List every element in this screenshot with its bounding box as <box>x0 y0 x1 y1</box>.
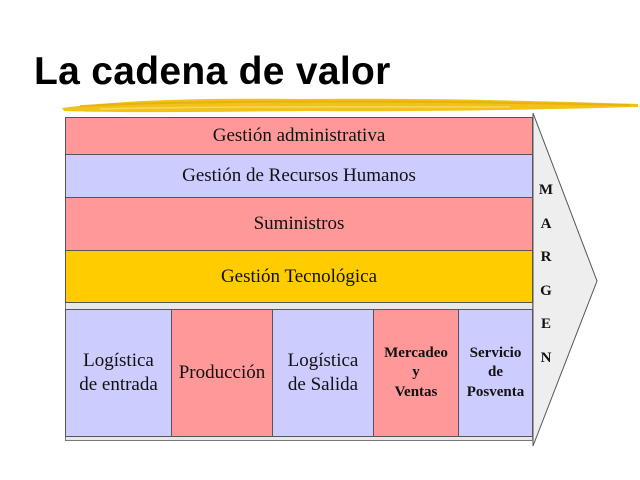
support-activity-label: Gestión Tecnológica <box>220 265 378 287</box>
primary-activity-logistica-salida: Logística de Salida <box>272 309 374 437</box>
margin-letter: M <box>538 182 554 198</box>
margin-letter: R <box>540 249 552 265</box>
support-activity-label: Suministros <box>253 213 345 234</box>
primary-activity-mercadeo-ventas: Mercadeo y Ventas <box>373 309 459 437</box>
activity-line: Mercadeo <box>384 344 448 361</box>
slide-title: La cadena de valor <box>34 50 391 93</box>
activity-line: de entrada <box>79 374 158 395</box>
primary-activity-produccion: Producción <box>171 309 273 437</box>
activity-line: Logística <box>83 350 154 372</box>
activity-line: y <box>412 364 420 381</box>
margin-letter: A <box>540 215 552 232</box>
support-activity-gestion-administrativa: Gestión administrativa <box>65 117 533 155</box>
primary-activity-logistica-entrada: Logística de entrada <box>65 309 172 437</box>
brush-stroke-underline <box>62 98 638 113</box>
support-activity-recursos-humanos: Gestión de Recursos Humanos <box>65 154 533 198</box>
activity-line: Servicio <box>469 344 522 361</box>
activity-line: Posventa <box>466 383 525 400</box>
support-activity-suministros: Suministros <box>65 197 533 251</box>
activity-line: Logística <box>287 350 359 372</box>
activity-line: Producción <box>178 362 266 384</box>
margin-letter: N <box>540 349 552 366</box>
activity-line: Ventas <box>394 383 438 400</box>
margin-letter: E <box>540 316 551 332</box>
support-activity-gestion-tecnologica: Gestión Tecnológica <box>65 250 533 303</box>
activity-line: de <box>488 364 503 381</box>
margin-label: M A R G E N <box>538 180 554 381</box>
support-activity-label: Gestión de Recursos Humanos <box>182 165 416 186</box>
margin-letter: G <box>540 282 552 299</box>
activity-line: de Salida <box>287 374 359 395</box>
primary-activity-servicio-posventa: Servicio de Posventa <box>458 309 533 437</box>
support-activity-label: Gestión administrativa <box>212 125 386 146</box>
